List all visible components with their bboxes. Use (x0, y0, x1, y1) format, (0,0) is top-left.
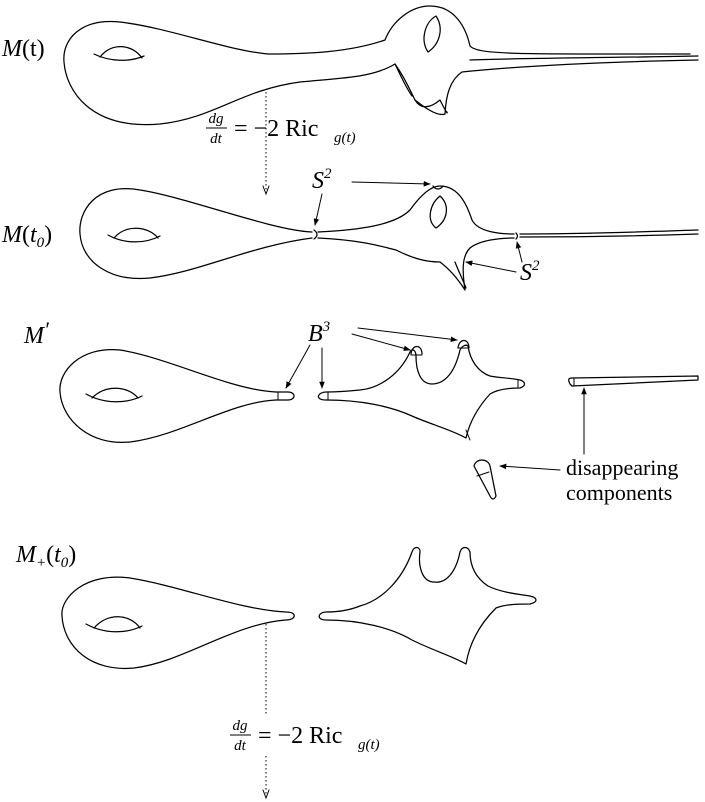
arrow-s2-lower-to-spike (466, 262, 516, 272)
stage-m-plus: M+(t0) (15, 542, 536, 668)
svg-text:dt: dt (210, 131, 223, 147)
arrow-b3-to-left-cap (286, 345, 310, 388)
cap-b3-left (276, 392, 294, 400)
svg-text:dt: dt (234, 738, 247, 754)
label-disappearing: disappearing (566, 455, 678, 480)
stage-m-t: M(t) (1, 6, 698, 125)
stage-label-m-plus: M+(t0) (15, 542, 76, 571)
stage-m-t0: M(t0) S2 S2 (1, 166, 698, 290)
stage-m-prime: M′ B3 disappearing components (23, 317, 698, 505)
component-tail (569, 376, 698, 386)
manifold-m-t-outline (64, 22, 447, 125)
manifold-m-t0-lower (318, 238, 514, 290)
arrow-b3-to-finger-left (352, 334, 410, 350)
handle-m-t-bulb (424, 16, 440, 52)
arrow-s2-upper-to-bulb (352, 182, 430, 184)
svg-text:= −2 Ric: = −2 Ric (234, 116, 318, 142)
svg-text:dg: dg (233, 718, 249, 734)
stage-label-m-t: M(t) (1, 36, 45, 62)
svg-text:g(t): g(t) (334, 130, 356, 146)
label-s2-lower: S2 (520, 258, 540, 286)
svg-text:g(t): g(t) (358, 737, 380, 753)
component-capsule (474, 460, 496, 499)
stage-label-m-t0: M(t0) (1, 222, 52, 251)
manifold-m-prime-left (60, 350, 276, 443)
manifold-m-plus-middle (319, 548, 536, 665)
manifold-m-t0-upper (80, 189, 312, 279)
neck-m-t0-right (516, 233, 518, 239)
arrow-b3-to-finger-right (358, 328, 457, 340)
handle-m-plus-upper (94, 617, 140, 628)
neck-m-t0-left (314, 230, 317, 239)
label-b3: B3 (308, 319, 330, 347)
manifold-m-t-lower-2 (395, 64, 412, 96)
arrow-s2-lower-to-tail (517, 242, 522, 262)
manifold-m-t-lower (415, 60, 698, 114)
manifold-m-t0-upper-right (318, 186, 514, 234)
manifold-m-t-tail-top (470, 56, 698, 60)
handle-m-prime-upper (92, 388, 138, 398)
flow-arrow-2-head (263, 790, 269, 798)
flow-arrow-1-head (263, 186, 269, 194)
svg-text:= −2 Ric: = −2 Ric (258, 723, 342, 749)
manifold-m-plus-left (62, 577, 294, 668)
arrow-s2-upper-to-neck (315, 194, 322, 225)
flow-equation-2: dg dt = −2 Ric g(t) (230, 718, 380, 754)
stage-label-m-prime: M′ (23, 317, 50, 349)
svg-text:dg: dg (209, 111, 225, 127)
manifold-m-t0-tail (520, 230, 698, 234)
flow-equation-1: dg dt = −2 Ric g(t) (206, 111, 356, 147)
cap-b3-finger-right (458, 341, 469, 349)
manifold-m-t-bulb (268, 6, 690, 54)
handle-m-t0-bulb (430, 196, 446, 228)
handle-m-t-upper (100, 47, 142, 58)
label-s2-upper: S2 (312, 166, 332, 194)
manifold-m-prime-middle (318, 345, 524, 438)
label-components: components (566, 480, 672, 505)
handle-m-t0-upper (114, 228, 158, 238)
arrow-to-capsule (500, 466, 560, 470)
